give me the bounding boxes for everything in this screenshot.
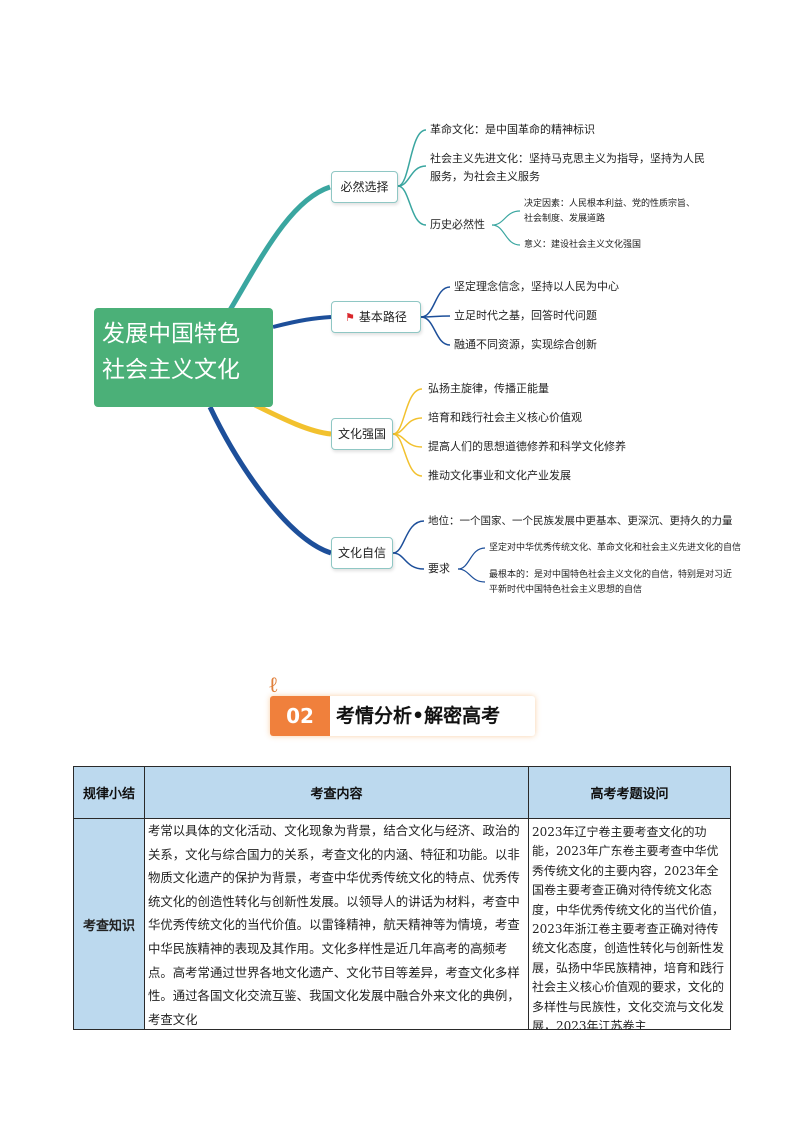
- leaf-yaoqiu: 要求: [428, 562, 450, 575]
- leaf-jueding-2: 社会制度、发展道路: [524, 214, 606, 224]
- branch-connector-lujing: [272, 315, 332, 329]
- mind-map-root: 发展中国特色 社会主义文化: [94, 308, 273, 407]
- mind-map: 发展中国特色 社会主义文化 必然选择 革命文化：是中国革命的精神标识 社会主义先…: [94, 123, 742, 595]
- branch-node-zixin: 文化自信: [331, 537, 393, 569]
- leaf-xianjin-1: 社会主义先进文化：坚持马克思主义为指导，坚持为人民: [430, 152, 705, 165]
- section-banner: ℓ 02 考情分析•解密高考: [268, 672, 538, 738]
- header-guilv: 规律小结: [73, 766, 145, 819]
- leaf-lujing-1: 坚定理念信念，坚持以人民为中心: [454, 280, 619, 293]
- leaf-lishi: 历史必然性: [430, 218, 485, 231]
- row-questions: 2023年辽宁卷主要考查文化的功能，2023年广东卷主要考查中华优秀传统文化的主…: [532, 825, 725, 1029]
- branch-label: 基本路径: [358, 310, 407, 324]
- leaf-qiangguo-2: 培育和践行社会主义核心价值观: [428, 411, 582, 424]
- leaf-lujing-2: 立足时代之基，回答时代问题: [454, 309, 597, 322]
- leaf-jianding: 坚定对中华优秀传统文化、革命文化和社会主义先进文化的自信: [489, 543, 742, 553]
- row-label: 考查知识: [73, 818, 145, 1030]
- mind-map-connectors: [207, 129, 521, 583]
- leaf-jueding-1: 决定因素：人民根本利益、党的性质宗旨、: [524, 199, 696, 209]
- branch-label: 文化强国: [337, 427, 386, 441]
- section-title: 考情分析•解密高考: [336, 705, 501, 727]
- leaf-xianjin-2: 服务，为社会主义服务: [430, 170, 540, 183]
- branch-node-bixuan: 必然选择: [331, 171, 398, 203]
- row-content: 考常以具体的文化活动、文化现象为背景，结合文化与经济、政治的关系，文化与综合国力…: [148, 823, 520, 1027]
- leaf-genben-1: 最根本的：是对中国特色社会主义文化的自信，特别是对习近: [489, 570, 733, 580]
- leaf-yiyi: 意义：建设社会主义文化强国: [524, 240, 642, 250]
- leaf-qiangguo-3: 提高人们的思想道德修养和科学文化修养: [428, 440, 626, 453]
- root-line-1: 发展中国特色: [102, 321, 240, 347]
- branch-connector-qiangguo: [253, 402, 332, 437]
- branch-label: 文化自信: [337, 546, 386, 560]
- header-sheshen: 高考考题设问: [528, 766, 731, 819]
- branch-connector-bixuan: [227, 184, 331, 312]
- curl-decoration-icon: ℓ: [268, 673, 279, 698]
- table-row: 考查知识 考常以具体的文化活动、文化现象为背景，结合文化与经济、政治的关系，文化…: [73, 818, 731, 1030]
- branch-node-lujing: ⚑基本路径: [331, 301, 421, 333]
- leaf-geming: 革命文化：是中国革命的精神标识: [430, 123, 595, 136]
- row-questions-cell: 2023年辽宁卷主要考查文化的功能，2023年广东卷主要考查中华优秀传统文化的主…: [528, 818, 731, 1030]
- banner-bar: 02 考情分析•解密高考: [270, 696, 535, 736]
- branch-connector-zixin: [207, 405, 332, 556]
- leaf-qiangguo-4: 推动文化事业和文化产业发展: [428, 469, 571, 482]
- root-line-2: 社会主义文化: [102, 357, 240, 383]
- red-flag-icon: ⚑: [345, 311, 355, 324]
- leaf-lujing-3: 融通不同资源，实现综合创新: [454, 338, 597, 351]
- section-number: 02: [270, 696, 330, 736]
- leaf-diwei: 地位：一个国家、一个民族发展中更基本、更深沉、更持久的力量: [428, 515, 733, 527]
- leaf-genben-2: 平新时代中国特色社会主义思想的自信: [489, 585, 643, 595]
- header-neirong: 考查内容: [144, 766, 529, 819]
- leaf-qiangguo-1: 弘扬主旋律，传播正能量: [428, 382, 549, 395]
- branch-label: 必然选择: [340, 180, 389, 194]
- row-content-cell: 考常以具体的文化活动、文化现象为背景，结合文化与经济、政治的关系，文化与综合国力…: [144, 818, 529, 1030]
- analysis-table: 规律小结 考查内容 高考考题设问 考查知识 考常以具体的文化活动、文化现象为背景…: [73, 766, 731, 1030]
- table-header-row: 规律小结 考查内容 高考考题设问: [73, 766, 731, 819]
- branch-node-qiangguo: 文化强国: [331, 418, 393, 450]
